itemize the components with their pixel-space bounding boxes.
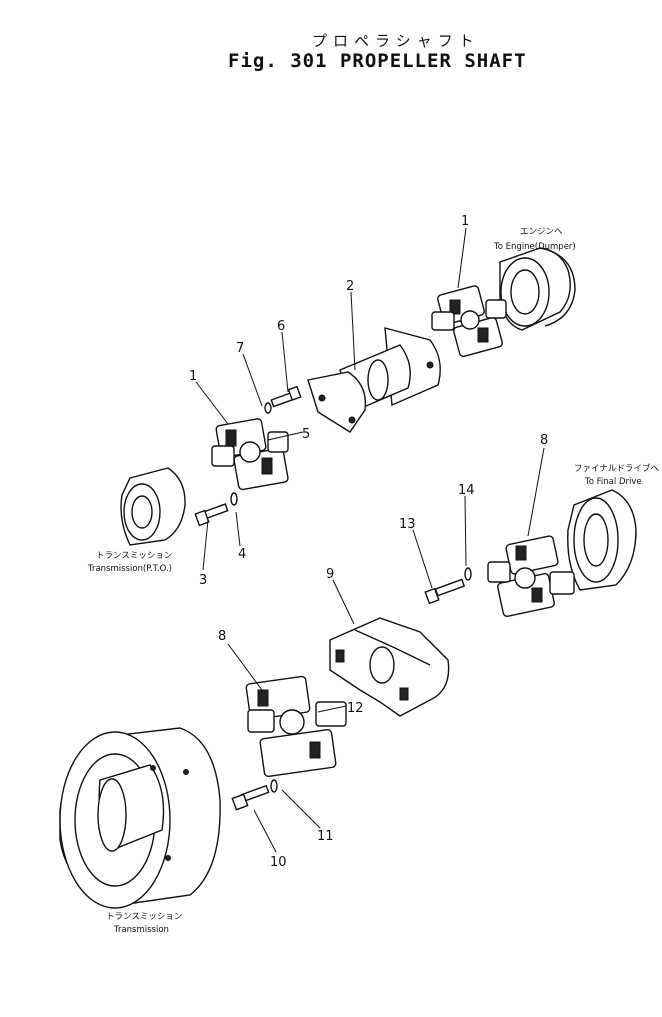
callout-1-lower: 1 [189,369,197,384]
washer-14 [464,567,472,581]
callout-1-upper: 1 [461,214,469,229]
callout-2: 2 [346,279,354,294]
bolt-3 [194,503,229,527]
bolt-6 [270,385,302,408]
callout-7: 7 [236,341,244,356]
transmission-pto-housing [120,467,186,546]
callout-14: 14 [458,483,475,498]
pto-label: Transmission(P.T.O.) [87,564,172,574]
callout-8-upper: 8 [540,433,548,448]
washer-7 [264,402,272,414]
pto-label-jp: トランスミッション [96,551,172,561]
callout-12: 12 [347,701,364,716]
figure-title: Fig. 301 PROPELLER SHAFT [228,50,527,72]
callout-8-lower: 8 [218,629,226,644]
callout-4: 4 [238,547,246,562]
bolt-13 [424,578,466,605]
cover-9 [329,617,450,717]
propeller-shaft-2 [307,327,441,433]
transmission-housing [59,727,221,909]
final-drive-label-jp: ファイナルドライブへ [574,463,659,474]
transmission-label-jp: トランスミッション [106,912,182,922]
final-drive-label: To Final Drive [584,477,642,487]
callout-3: 3 [199,573,207,588]
callout-9: 9 [326,567,334,582]
transmission-label: Transmission [113,925,169,935]
leader-lines [195,227,545,853]
bolt-10 [231,784,270,811]
universal-joint-8-lower [245,675,347,778]
figure-title-japanese: プロペラシャフト [312,32,480,50]
callout-10: 10 [270,855,287,870]
universal-joint-1-lower [211,418,289,491]
engine-damper-flange [499,247,576,331]
final-drive-flange [567,489,637,591]
callout-5: 5 [302,427,310,442]
universal-joint-1-upper [431,285,507,357]
callout-13: 13 [399,517,416,532]
universal-joint-8-upper [487,535,575,617]
engine-label: To Engine(Dumper) [493,242,576,252]
engine-label-jp: エンジンへ [520,227,563,237]
washer-11 [270,779,278,793]
callout-11: 11 [317,829,334,844]
callout-6: 6 [277,319,285,334]
washer-4 [230,492,238,506]
